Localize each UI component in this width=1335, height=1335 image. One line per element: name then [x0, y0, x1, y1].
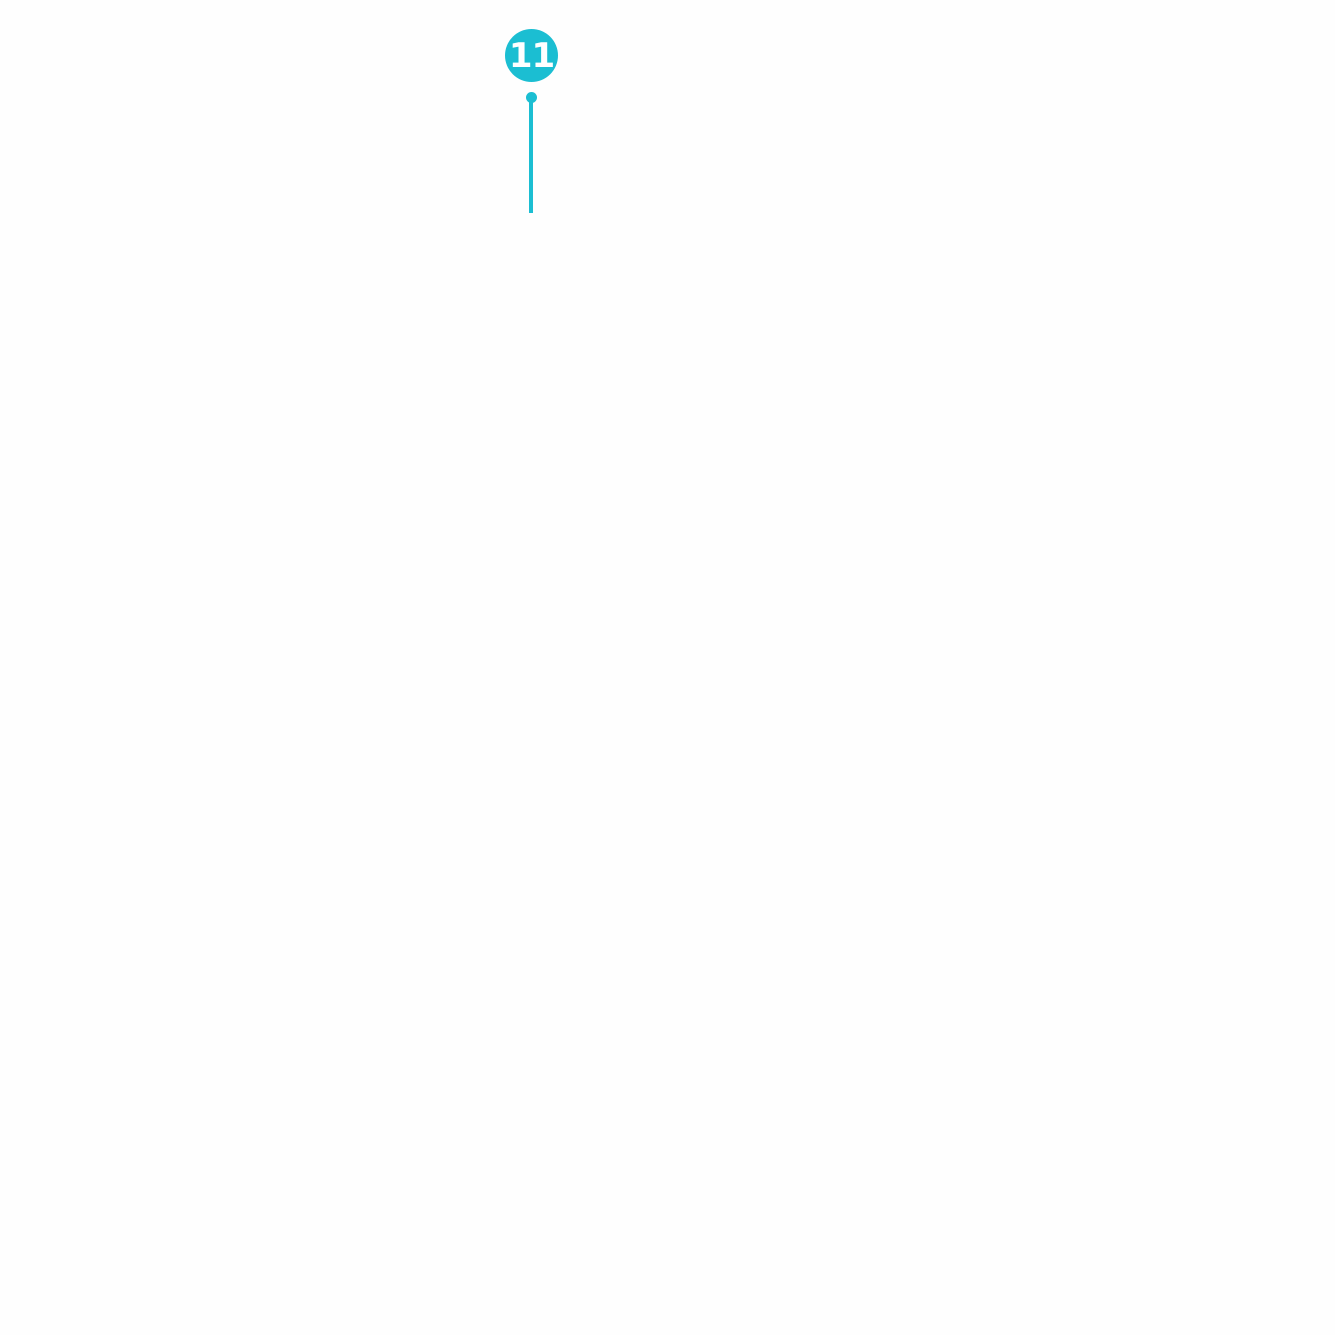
connector-dot	[526, 92, 537, 103]
step-number-badge: 11	[505, 29, 558, 82]
connector-line	[529, 100, 533, 213]
